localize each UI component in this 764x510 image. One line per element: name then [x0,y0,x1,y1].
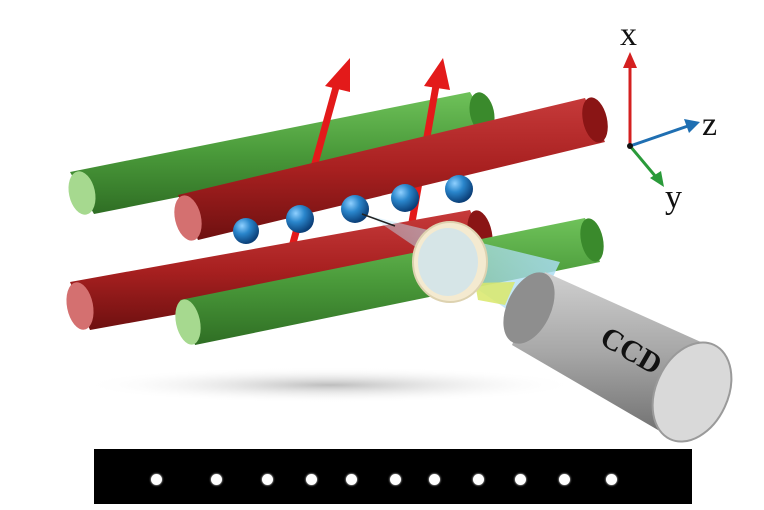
objective-lens [412,221,488,303]
trapped-ions [233,175,473,244]
ion-spot [151,474,162,485]
y-axis-label: y [665,179,682,216]
z-axis-arrow [629,124,689,148]
ion-spot [559,474,570,485]
y-axis-arrow [628,145,658,178]
red-rod-upper [174,97,608,241]
ion-spot [606,474,617,485]
ion-spot [346,474,357,485]
ion-spot [211,474,222,485]
ion [341,195,369,223]
ion-spot [262,474,273,485]
coordinate-axes: x z y [620,16,717,216]
ccd-camera: CCD [503,272,733,443]
ion-spot [306,474,317,485]
x-axis-label: x [620,16,637,53]
ion-spot [473,474,484,485]
floor-shadow [80,367,580,403]
ion-spot [390,474,401,485]
ion [445,175,473,203]
ion-fluorescence-image [94,449,692,504]
ion [286,205,314,233]
ion-spot [515,474,526,485]
ion-spot [429,474,440,485]
z-axis-label: z [702,106,717,143]
ion [233,218,259,244]
ion [391,184,419,212]
